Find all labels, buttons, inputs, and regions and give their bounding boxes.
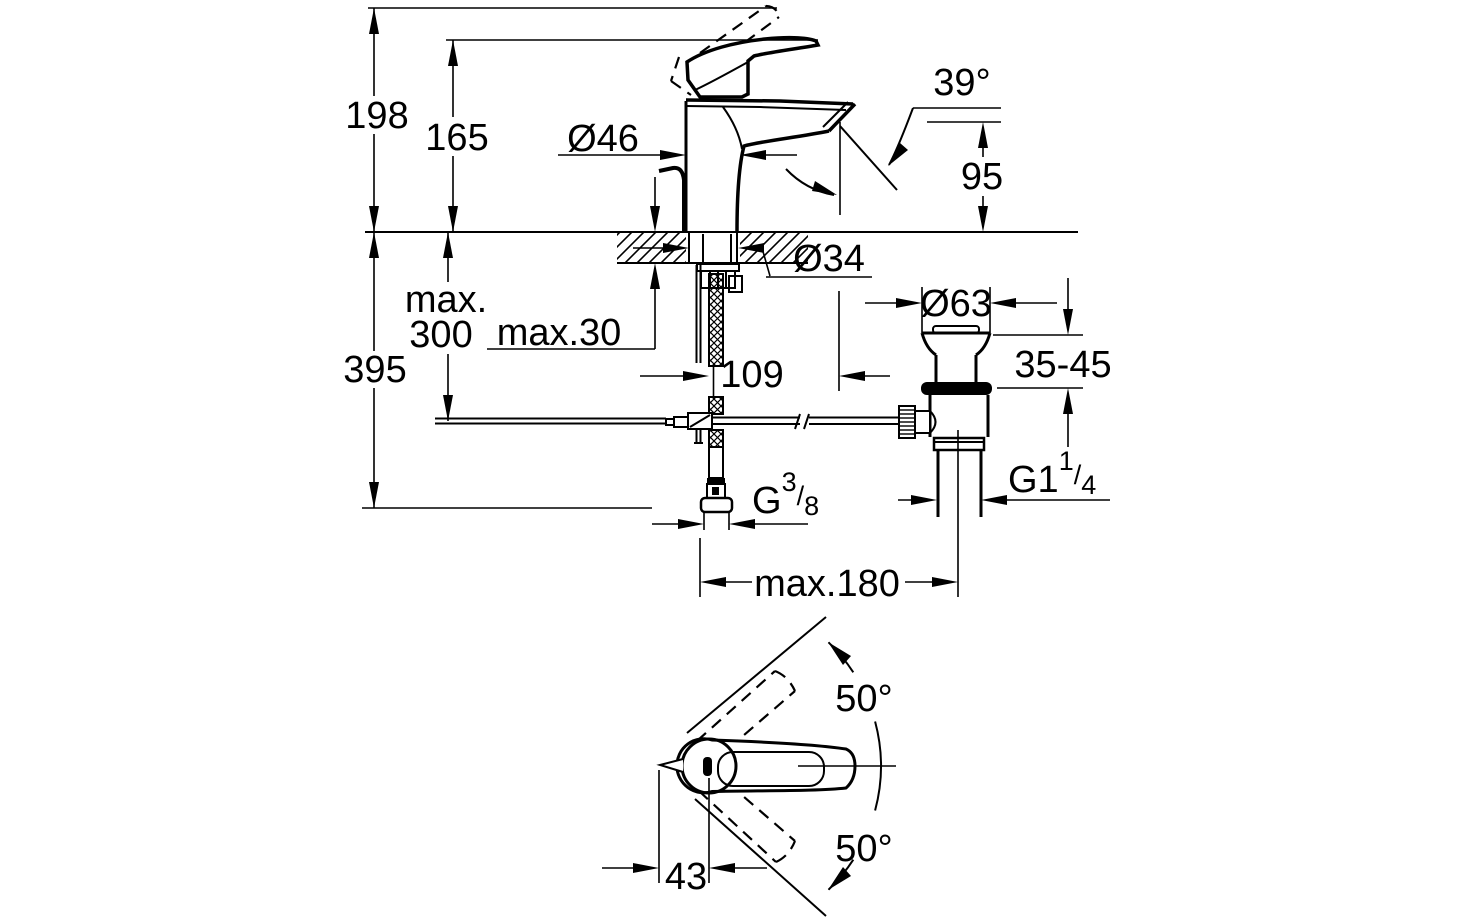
spout-underside (735, 129, 830, 233)
waste-slip-nut (932, 436, 986, 452)
dim-waste-thread: G11/4 (1008, 446, 1096, 501)
dim-deck-thickness: max.30 (497, 312, 622, 354)
handle-inner-contour (717, 751, 825, 787)
dim-mounting-hole: Ø34 (793, 238, 865, 280)
dim-handle-width: 43 (665, 856, 707, 898)
dim-supply-depth-line1: max. (405, 279, 487, 321)
waste-tailpipe (936, 450, 983, 517)
swing-arrow-upper (828, 642, 851, 665)
stream-line (839, 125, 898, 191)
handle-center-mark (703, 757, 712, 776)
dim-spout-angle: 39° (933, 62, 990, 104)
rod-connector (914, 410, 931, 434)
dim-spout-projection: 109 (720, 354, 783, 396)
side-view-faucet (365, 4, 1078, 514)
dim-rod-reach: max.180 (754, 563, 900, 605)
dim-swing-lower: 50° (835, 828, 892, 870)
lever-inner-edge (694, 61, 749, 91)
aerator-inner (822, 101, 849, 128)
angle-arrow (888, 143, 908, 166)
rod-connector-arc (929, 410, 937, 434)
dim-waste-deck-range: 35-45 (1014, 344, 1111, 386)
angle-arc (888, 107, 914, 166)
dim-supply-length: 395 (343, 349, 406, 391)
body-spout-junction (722, 106, 743, 150)
dimension-arrows (369, 8, 1073, 873)
dimension-texts: 198 165 Ø46 39° 95 Ø34 max.30 max. 300 3… (343, 62, 1111, 898)
handle-dashed-lower (698, 783, 797, 863)
deck-hole-edges (688, 232, 738, 263)
spout-top-inner (685, 105, 847, 111)
dim-spout-height: 95 (961, 156, 1003, 198)
waste-flange-cone (920, 332, 992, 357)
swing-ray-upper (686, 616, 827, 734)
spout-top-line (685, 98, 854, 106)
aerator-face (827, 102, 857, 133)
dim-body-diameter: Ø46 (567, 118, 639, 160)
dim-waste-flange: Ø63 (920, 283, 992, 325)
rod-knurled-nut (898, 405, 916, 439)
dim-supply-depth-line2: 300 (409, 314, 472, 356)
waste-body (928, 395, 990, 437)
dim-height-total: 198 (345, 95, 408, 137)
supply-hose (699, 273, 734, 514)
dim-height-deck-to-lever: 165 (425, 117, 488, 159)
swing-arrow-lower (828, 867, 851, 890)
swing-ray-lower (694, 798, 827, 917)
dimension-lines (362, 7, 1110, 883)
temperature-tab (656, 758, 684, 773)
waste-neck (934, 355, 978, 382)
handle-dashed-upper (696, 669, 796, 749)
dim-swing-upper: 50° (835, 678, 892, 720)
lever-handle (685, 35, 821, 99)
popup-waste-view (898, 325, 992, 597)
dim-supply-thread: G3/8 (752, 467, 819, 522)
swivel-arc (785, 168, 835, 196)
popup-pull-rod (665, 265, 713, 444)
popup-rod-knob (658, 165, 686, 232)
horizontal-rod (435, 413, 899, 430)
waste-seal-ring (921, 382, 992, 395)
supply-nut (699, 496, 734, 514)
swivel-arrow (812, 181, 837, 195)
